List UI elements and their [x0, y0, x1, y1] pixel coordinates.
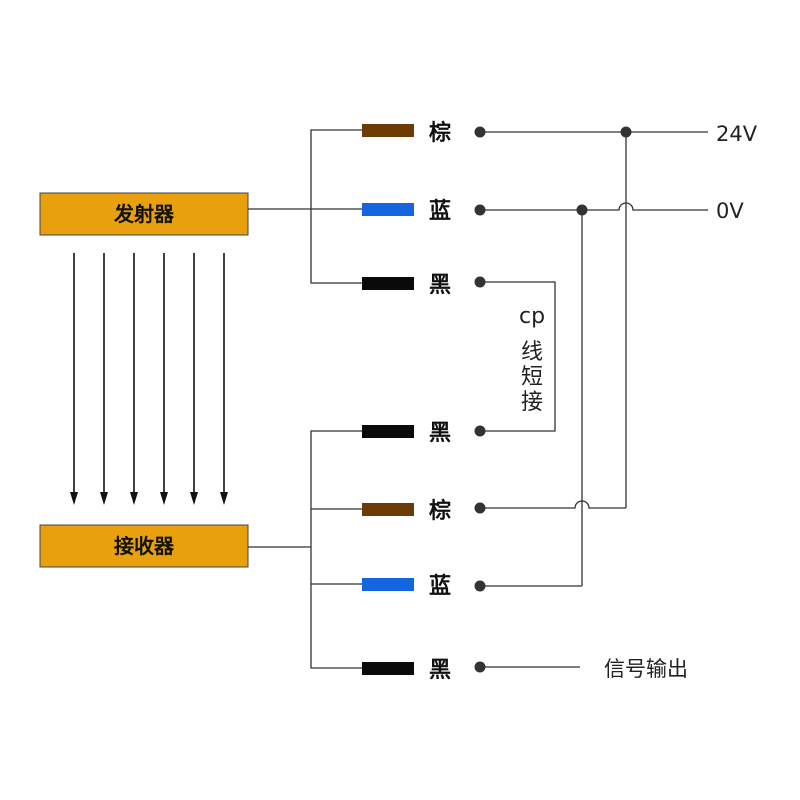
wire-bar-blue	[362, 203, 414, 216]
arrow-head-icon	[220, 492, 228, 505]
arrow-head-icon	[160, 492, 168, 505]
wire-bar-brown	[362, 124, 414, 137]
receiver-box	[39, 524, 249, 568]
arrow-head-icon	[190, 492, 198, 505]
arrow-head-icon	[130, 492, 138, 505]
receiver-wiring	[248, 430, 362, 669]
arrow-head-icon	[100, 492, 108, 505]
wire-bar-black	[362, 425, 414, 438]
wire-label-blue: 蓝	[429, 574, 451, 599]
wire-bar-black	[362, 662, 414, 675]
terminal-0v-label: 0V	[716, 199, 744, 223]
cp-label-line: 短	[521, 365, 543, 390]
wire-label-black: 黑	[429, 658, 451, 683]
wire-bar-brown	[362, 503, 414, 516]
cp-label: cp	[519, 304, 545, 329]
wire-label-black: 黑	[429, 273, 451, 298]
terminal-dots	[474, 126, 632, 673]
wire-label-black: 黑	[429, 421, 451, 446]
terminal-24v-label: 24V	[716, 122, 758, 146]
cp-label-line: 接	[521, 390, 543, 415]
wire-label-blue: 蓝	[429, 199, 451, 224]
wire-label-brown: 棕	[429, 120, 451, 146]
signal-output-label: 信号输出	[604, 657, 688, 681]
arrow-head-icon	[70, 492, 78, 505]
emitter-label: 发射器	[113, 202, 175, 226]
wire-label-brown: 棕	[429, 498, 451, 524]
cp-label-line: 线	[521, 340, 543, 365]
wire-bar-black	[362, 277, 414, 290]
emitter-box	[39, 192, 249, 236]
emitter-wiring	[248, 129, 362, 284]
power-connections	[480, 131, 708, 668]
receiver-label: 接收器	[114, 534, 175, 558]
light-beam-arrows	[70, 253, 228, 505]
wire-bar-blue	[362, 578, 414, 591]
